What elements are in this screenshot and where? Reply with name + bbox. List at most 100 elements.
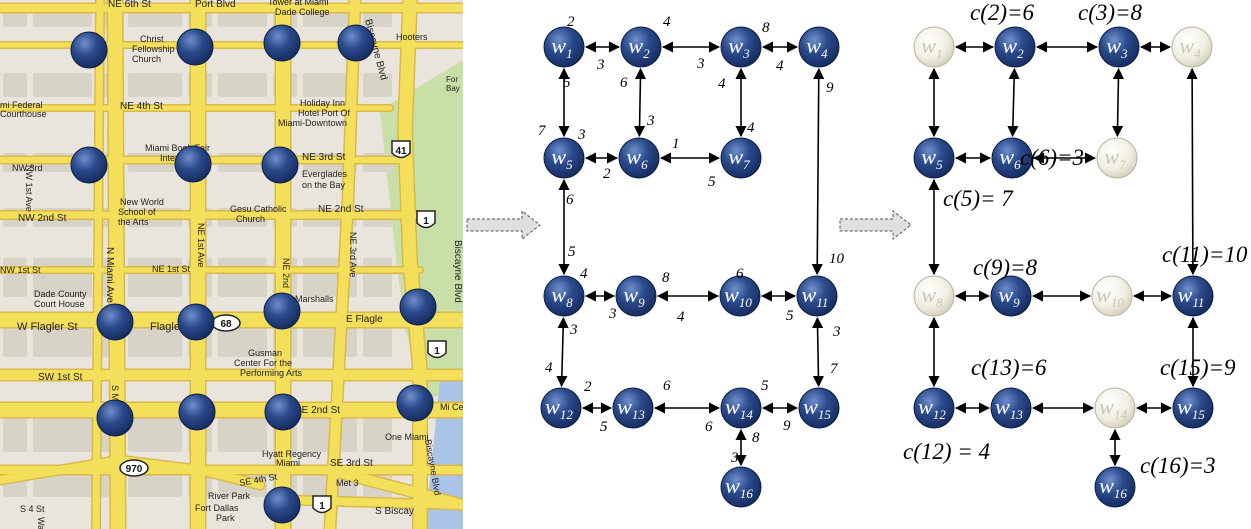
- map-label: Fort Dallas: [195, 503, 239, 513]
- node-circle: [1091, 275, 1133, 317]
- map-label: Mi Cer: [440, 402, 467, 412]
- map-label: One Miami: [385, 432, 429, 442]
- map-label: NW 2nd St: [18, 213, 67, 224]
- graph-node-w12: w12: [540, 387, 582, 429]
- edge-weight-label: 1: [672, 136, 680, 152]
- node-circle: [990, 387, 1032, 429]
- edge-weight-label: 5: [708, 174, 716, 190]
- graph-node-w4: w4: [798, 26, 840, 68]
- node-circle: [720, 387, 762, 429]
- transition-arrow-1: [466, 209, 541, 241]
- map-label: Gesu Catholic: [230, 204, 287, 214]
- graph-node-w4: w4: [1171, 26, 1213, 68]
- node-circle: [913, 26, 955, 68]
- map-block: [128, 328, 182, 357]
- road: [325, 0, 360, 529]
- edge-weight-label: 3: [569, 322, 578, 338]
- route-shield-label: 41: [395, 146, 407, 157]
- map-block: [33, 413, 92, 452]
- graph-node-w8: w8: [913, 275, 955, 317]
- edge-weight-label: 2: [567, 14, 575, 30]
- cost-label: c(16)=3: [1140, 453, 1216, 478]
- road: [116, 456, 264, 489]
- map-node: [178, 393, 216, 431]
- graph-node-w16: w16: [1094, 466, 1136, 508]
- map-block: [218, 328, 267, 357]
- road: [92, 0, 104, 529]
- edge-weight-label: 4: [677, 309, 685, 325]
- edge-weight-label: 2: [584, 379, 592, 395]
- map-roads: [0, 0, 463, 529]
- transition-arrow-2: [839, 209, 912, 241]
- map-label: S 4 St: [20, 504, 45, 514]
- graph-node-w6: w6: [991, 137, 1033, 179]
- graph-node-w7: w7: [1096, 137, 1138, 179]
- map-label: New World: [120, 197, 164, 207]
- map-block: [128, 73, 182, 97]
- graph-node-w2: w2: [620, 26, 662, 68]
- edge-weight-label: 4: [776, 58, 784, 74]
- map-label: Tower at Miami: [268, 0, 329, 7]
- map-label: W Flagler St: [17, 321, 78, 333]
- edge-weight-label: 6: [620, 75, 628, 91]
- node-circle: [543, 137, 585, 179]
- graph-node-w11: w11: [1172, 275, 1214, 317]
- map-node: [96, 399, 134, 437]
- map-label: NE 4th St: [120, 101, 163, 112]
- edge-weight-label: 5: [761, 378, 769, 394]
- graph-edge: [811, 316, 825, 388]
- edge-weight-label: 7: [538, 123, 547, 139]
- map-block: [3, 328, 27, 357]
- map-block: [303, 73, 357, 97]
- map-label: Center For the: [234, 358, 292, 368]
- edge-weight-label: 4: [663, 14, 671, 30]
- map-label: NE 3rd St: [302, 152, 346, 163]
- map-label: River Park: [208, 491, 251, 501]
- map-node: [70, 146, 108, 184]
- map-block: [128, 413, 182, 452]
- edge-weight-label: 8: [752, 430, 760, 446]
- map-label: NE 6th St: [108, 0, 151, 10]
- road: [0, 456, 124, 484]
- graph-edges: [928, 41, 1199, 467]
- cost-label: c(9)=8: [973, 255, 1038, 280]
- graph-node-w7: w7: [720, 137, 762, 179]
- edge-weight-label: 3: [646, 113, 655, 129]
- map-block: [218, 258, 267, 297]
- node-label: w16: [725, 473, 753, 501]
- map-node: [176, 28, 214, 66]
- edge-weight-label: 4: [747, 120, 755, 136]
- map-label: E Flagle: [346, 314, 383, 325]
- map-node: [396, 384, 434, 422]
- map-node: [177, 303, 215, 341]
- map-label: Dade County: [34, 289, 87, 299]
- road: [398, 0, 427, 529]
- graph-node-w13: w13: [612, 387, 654, 429]
- map-label: Miami Book Fair: [145, 143, 210, 153]
- map-label: Everglades: [302, 169, 348, 179]
- map-label: Courthouse: [0, 109, 47, 119]
- map-node: [96, 303, 134, 341]
- map-block: [363, 328, 392, 357]
- graph-edge: [1111, 67, 1125, 138]
- graph-node-w9: w9: [990, 275, 1032, 317]
- cost-label: c(12) = 4: [903, 439, 990, 464]
- route-shield-icon: 41: [391, 140, 411, 159]
- graph-node-w6: w6: [618, 137, 660, 179]
- map-label: Miami-Downtown: [278, 118, 347, 128]
- route-shield-icon: 68: [211, 314, 241, 332]
- map-label: on the Bay: [302, 180, 346, 190]
- node-circle: [620, 26, 662, 68]
- map-node: [70, 31, 108, 69]
- map-label: SE 3rd St: [330, 458, 373, 469]
- map-label: SE 2nd St: [295, 405, 340, 416]
- map-label: Water: [36, 517, 46, 529]
- node-circle: [1096, 137, 1138, 179]
- map-block: [128, 473, 182, 497]
- map-label: the Arts: [118, 217, 149, 227]
- map-label: NW 3rd: [12, 163, 43, 173]
